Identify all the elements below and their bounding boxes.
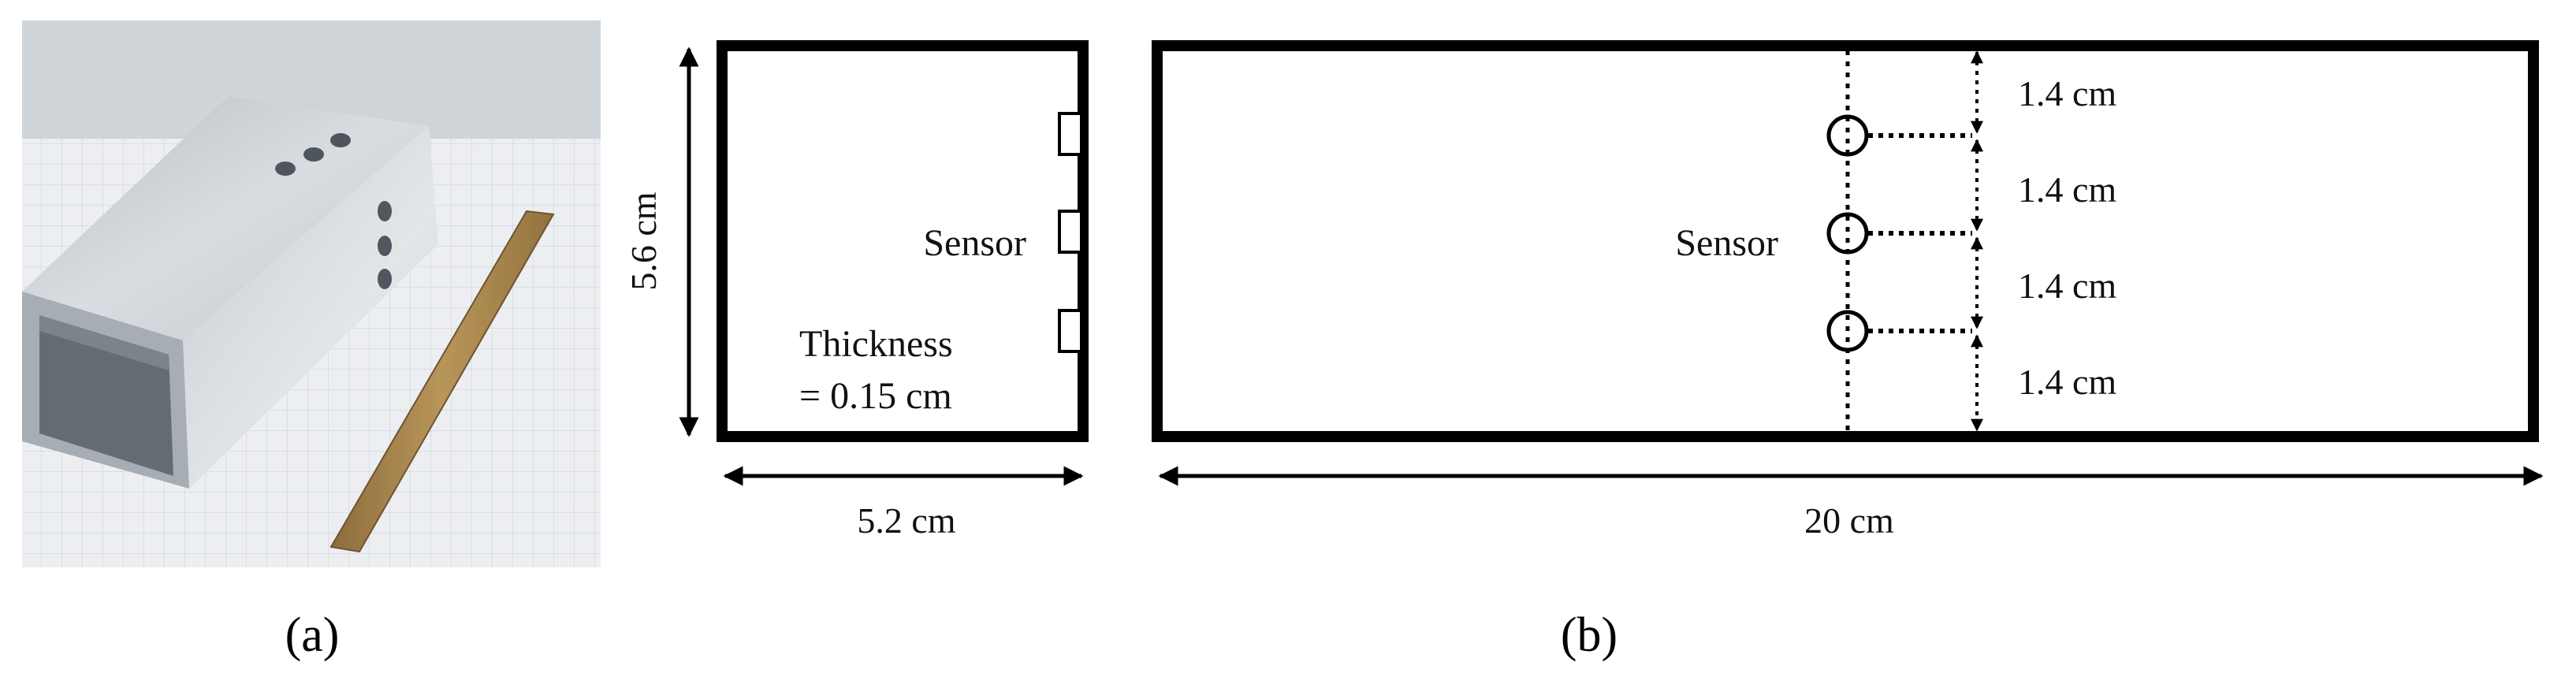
- side-sensor-2: [1826, 212, 1869, 255]
- thickness-label-line2: = 0.15 cm: [799, 375, 952, 417]
- cross-section-sensor-label: Sensor: [923, 222, 1026, 264]
- panel-a-label: (a): [285, 608, 340, 662]
- hole-top-1: [330, 133, 351, 147]
- side-view: 1.4 cm 1.4 cm 1.4 cm 1.4 cm Sensor 20 cm: [1152, 40, 2544, 541]
- hole-top-2: [303, 147, 324, 162]
- ruler: [329, 210, 555, 553]
- cross-section-sensor-1: [1058, 112, 1083, 156]
- panel-b-label: (b): [1561, 608, 1617, 662]
- hole-side-3: [378, 269, 392, 289]
- thickness-label-line1: Thickness: [799, 323, 953, 365]
- panel-a-photo: [22, 20, 601, 567]
- spacing-label-2: 1.4 cm: [2018, 169, 2116, 210]
- spacing-label-4: 1.4 cm: [2018, 362, 2116, 402]
- side-sensor-3: [1826, 310, 1869, 352]
- side-sensor-1: [1826, 114, 1869, 157]
- spacing-label-1: 1.4 cm: [2018, 73, 2116, 113]
- side-view-sensor-label: Sensor: [1675, 222, 1778, 264]
- length-label: 20 cm: [1804, 500, 1894, 541]
- tube-top-face: [22, 96, 429, 340]
- spacing-label-3: 1.4 cm: [2018, 266, 2116, 306]
- cross-section-sensor-2: [1058, 210, 1083, 254]
- width-label: 5.2 cm: [857, 500, 955, 541]
- cross-section-sensor-3: [1058, 309, 1083, 353]
- hole-side-2: [378, 236, 392, 256]
- side-view-outline: [1152, 40, 2539, 442]
- hole-side-1: [378, 201, 392, 221]
- cross-section: 5.6 cm 5.2 cm Sensor Thickness = 0.15 cm: [624, 40, 1089, 541]
- hole-top-3: [275, 162, 296, 176]
- height-label: 5.6 cm: [624, 191, 664, 290]
- tube-side-face: [183, 126, 438, 489]
